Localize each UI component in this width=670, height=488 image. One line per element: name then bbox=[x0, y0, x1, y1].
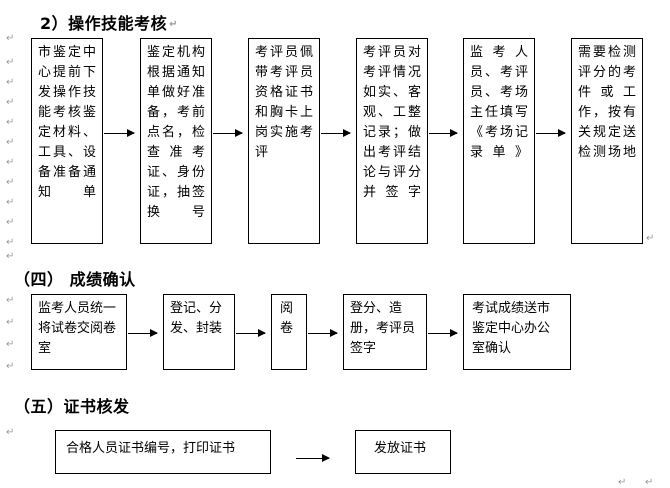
flow-step-5: 监考人员、考评员、考场主任填写《考场记录单》 bbox=[463, 38, 535, 244]
paragraph-mark-icon: ↵ bbox=[618, 477, 627, 488]
paragraph-mark-icon: ↵ bbox=[6, 57, 15, 68]
paragraph-mark-icon: ↵ bbox=[6, 197, 15, 208]
paragraph-mark-icon: ↵ bbox=[6, 137, 15, 148]
paragraph-mark-icon: ↵ bbox=[646, 233, 655, 244]
paragraph-mark-icon: ↵ bbox=[6, 361, 15, 372]
confirm-step-2: 登记、分发、封装 bbox=[163, 294, 235, 370]
arrow-icon bbox=[536, 129, 566, 137]
arrow-icon bbox=[236, 329, 266, 337]
paragraph-mark-icon: ↵ bbox=[169, 19, 179, 30]
arrow-icon bbox=[429, 129, 458, 137]
confirm-step-5: 考试成绩送市鉴定中心办公室确认 bbox=[463, 294, 571, 370]
flow-step-4: 考评员对考评情况如实、客观、工整记录；做出考评结论与评分并签字 bbox=[356, 38, 428, 244]
paragraph-mark-icon: ↵ bbox=[6, 339, 15, 350]
arrow-icon bbox=[213, 129, 243, 137]
arrow-icon bbox=[308, 329, 338, 337]
paragraph-mark-icon: ↵ bbox=[6, 237, 15, 248]
flow-step-3: 考评员佩带考评员资格证书和胸卡上岗实施考评 bbox=[248, 38, 320, 244]
confirm-step-3: 阅卷 bbox=[271, 294, 307, 370]
paragraph-mark-icon: ↵ bbox=[6, 33, 15, 44]
flow-step-1: 市鉴定中心提前下发操作技能考核鉴定材料、工具、设备准备通知单 bbox=[31, 38, 103, 244]
confirm-step-4: 登分、造册，考评员签字 bbox=[343, 294, 427, 370]
paragraph-mark-icon: ↵ bbox=[6, 177, 15, 188]
paragraph-mark-icon: ↵ bbox=[6, 117, 15, 128]
flow-step-6: 需要检测评分的考件或工作，按有关规定送检测场地 bbox=[571, 38, 643, 244]
certificate-step-1: 合格人员证书编号，打印证书 bbox=[55, 430, 271, 474]
paragraph-mark-icon: ↵ bbox=[6, 251, 15, 262]
paragraph-mark-icon: ↵ bbox=[6, 295, 15, 306]
paragraph-mark-icon: ↵ bbox=[645, 477, 654, 488]
flow-step-2: 鉴定机构根据通知单做好准备，考前点名，检查准考证、身份证，抽签换号 bbox=[140, 38, 212, 244]
arrow-icon bbox=[428, 329, 458, 337]
certificate-step-2: 发放证书 bbox=[355, 430, 451, 474]
arrow-icon bbox=[296, 454, 330, 462]
arrow-icon bbox=[128, 329, 158, 337]
section-5-heading: （五）证书核发 bbox=[14, 397, 130, 416]
paragraph-mark-icon: ↵ bbox=[6, 97, 15, 108]
section-2-heading: 2）操作技能考核↵ bbox=[40, 14, 179, 33]
section-4-heading: （四） 成绩确认 bbox=[14, 270, 136, 289]
paragraph-mark-icon: ↵ bbox=[6, 77, 15, 88]
paragraph-mark-icon: ↵ bbox=[6, 217, 15, 228]
paragraph-mark-icon: ↵ bbox=[6, 427, 15, 438]
paragraph-mark-icon: ↵ bbox=[6, 157, 15, 168]
arrow-icon bbox=[321, 129, 351, 137]
confirm-step-1: 监考人员统一将试卷交阅卷室 bbox=[31, 294, 127, 370]
arrow-icon bbox=[104, 129, 135, 137]
paragraph-mark-icon: ↵ bbox=[6, 317, 15, 328]
